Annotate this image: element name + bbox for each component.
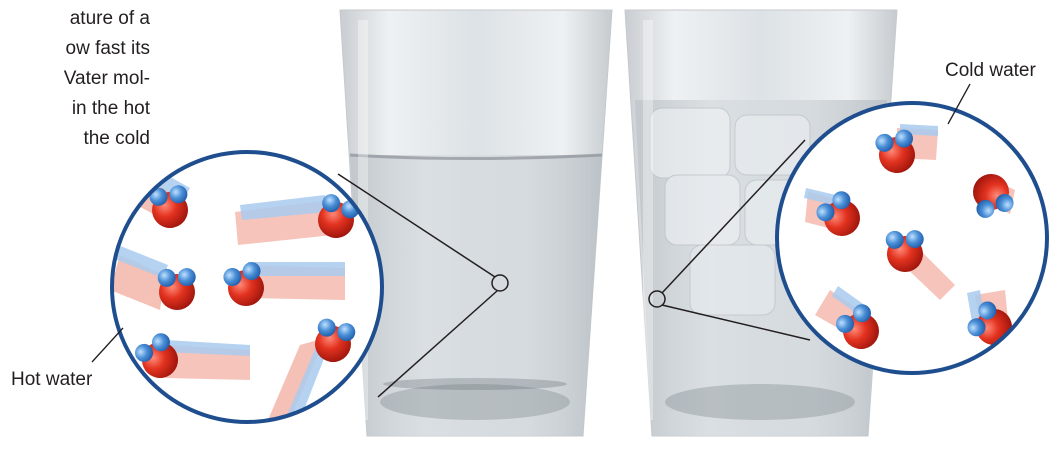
hot-water-magnifier: [110, 152, 382, 422]
caption-line: the cold: [0, 124, 150, 154]
cold-water-label: Cold water: [945, 60, 1036, 82]
cold-water-magnifier: [777, 103, 1047, 373]
caption-text: ature of a ow fast its Vater mol- in the…: [0, 4, 150, 154]
hot-water-label: Hot water: [11, 369, 92, 391]
caption-line: ature of a: [0, 4, 150, 34]
caption-line: ow fast its: [0, 34, 150, 64]
caption-line: Vater mol-: [0, 64, 150, 94]
caption-line: in the hot: [0, 94, 150, 124]
hot-label-leader: [92, 328, 123, 362]
hot-water-glass: [340, 10, 612, 436]
